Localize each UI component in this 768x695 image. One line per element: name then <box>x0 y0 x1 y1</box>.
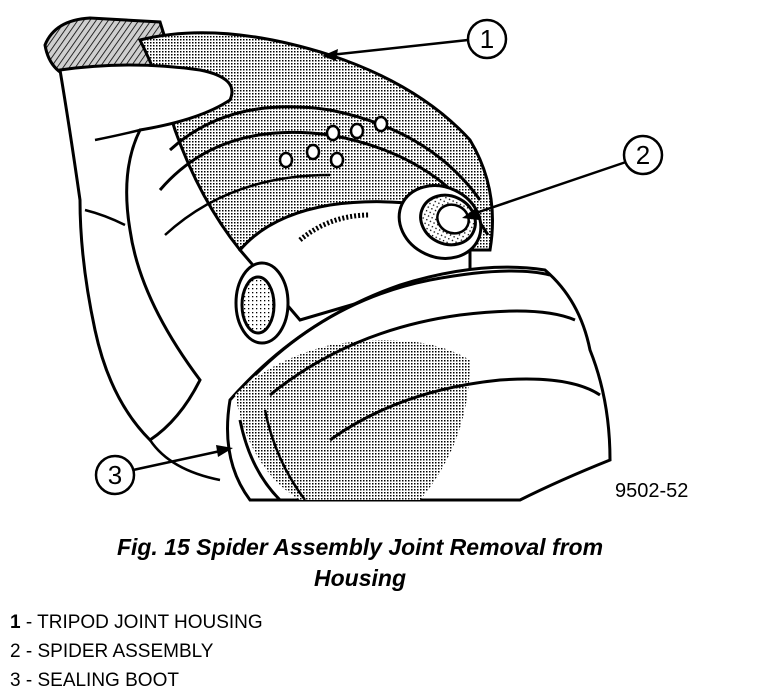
callout-1: 1 <box>322 18 508 61</box>
legend-item-1: 1 - TRIPOD JOINT HOUSING <box>10 612 263 633</box>
legend: 1 - TRIPOD JOINT HOUSING 2 - SPIDER ASSE… <box>10 608 263 695</box>
legend-item-3: 3 - SEALING BOOT <box>10 670 179 691</box>
figure-code: 9502-52 <box>615 480 688 502</box>
callout-3: 3 <box>94 445 233 496</box>
legend-item-2: 2 - SPIDER ASSEMBLY <box>10 641 214 662</box>
technical-illustration: 1 2 3 9502-52 <box>43 16 688 502</box>
figure-caption: Fig. 15 Spider Assembly Joint Removal fr… <box>40 532 680 594</box>
caption-line-2: Housing <box>314 565 406 591</box>
callout-number-3: 3 <box>108 460 122 490</box>
sealing-boot <box>226 265 612 502</box>
caption-line-1: Fig. 15 Spider Assembly Joint Removal fr… <box>116 534 604 560</box>
housing-holes <box>278 115 389 169</box>
spider-assembly <box>234 184 483 345</box>
hand <box>58 63 234 482</box>
callout-2: 2 <box>462 134 664 220</box>
callout-number-1: 1 <box>480 24 494 54</box>
callout-number-2: 2 <box>636 140 650 170</box>
